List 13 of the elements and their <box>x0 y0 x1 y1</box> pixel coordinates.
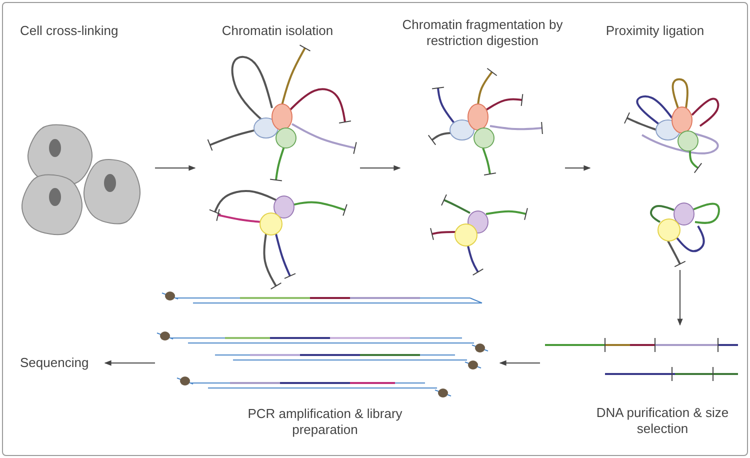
step-label: PCR amplification & library preparation <box>246 406 404 438</box>
step-label: Proximity ligation <box>604 23 706 39</box>
arrow <box>104 360 156 366</box>
arrow <box>564 165 591 171</box>
step-label: Sequencing <box>20 355 90 371</box>
arrow <box>360 165 401 171</box>
arrow <box>677 270 683 326</box>
step-label: Chromatin fragmentation by restriction digestion <box>401 17 564 49</box>
arrow <box>154 165 196 171</box>
step-label: DNA purification & size selection <box>595 405 730 437</box>
arrow <box>499 360 540 366</box>
step-label: Chromatin isolation <box>220 23 334 39</box>
step-label: Cell cross-linking <box>20 23 120 39</box>
